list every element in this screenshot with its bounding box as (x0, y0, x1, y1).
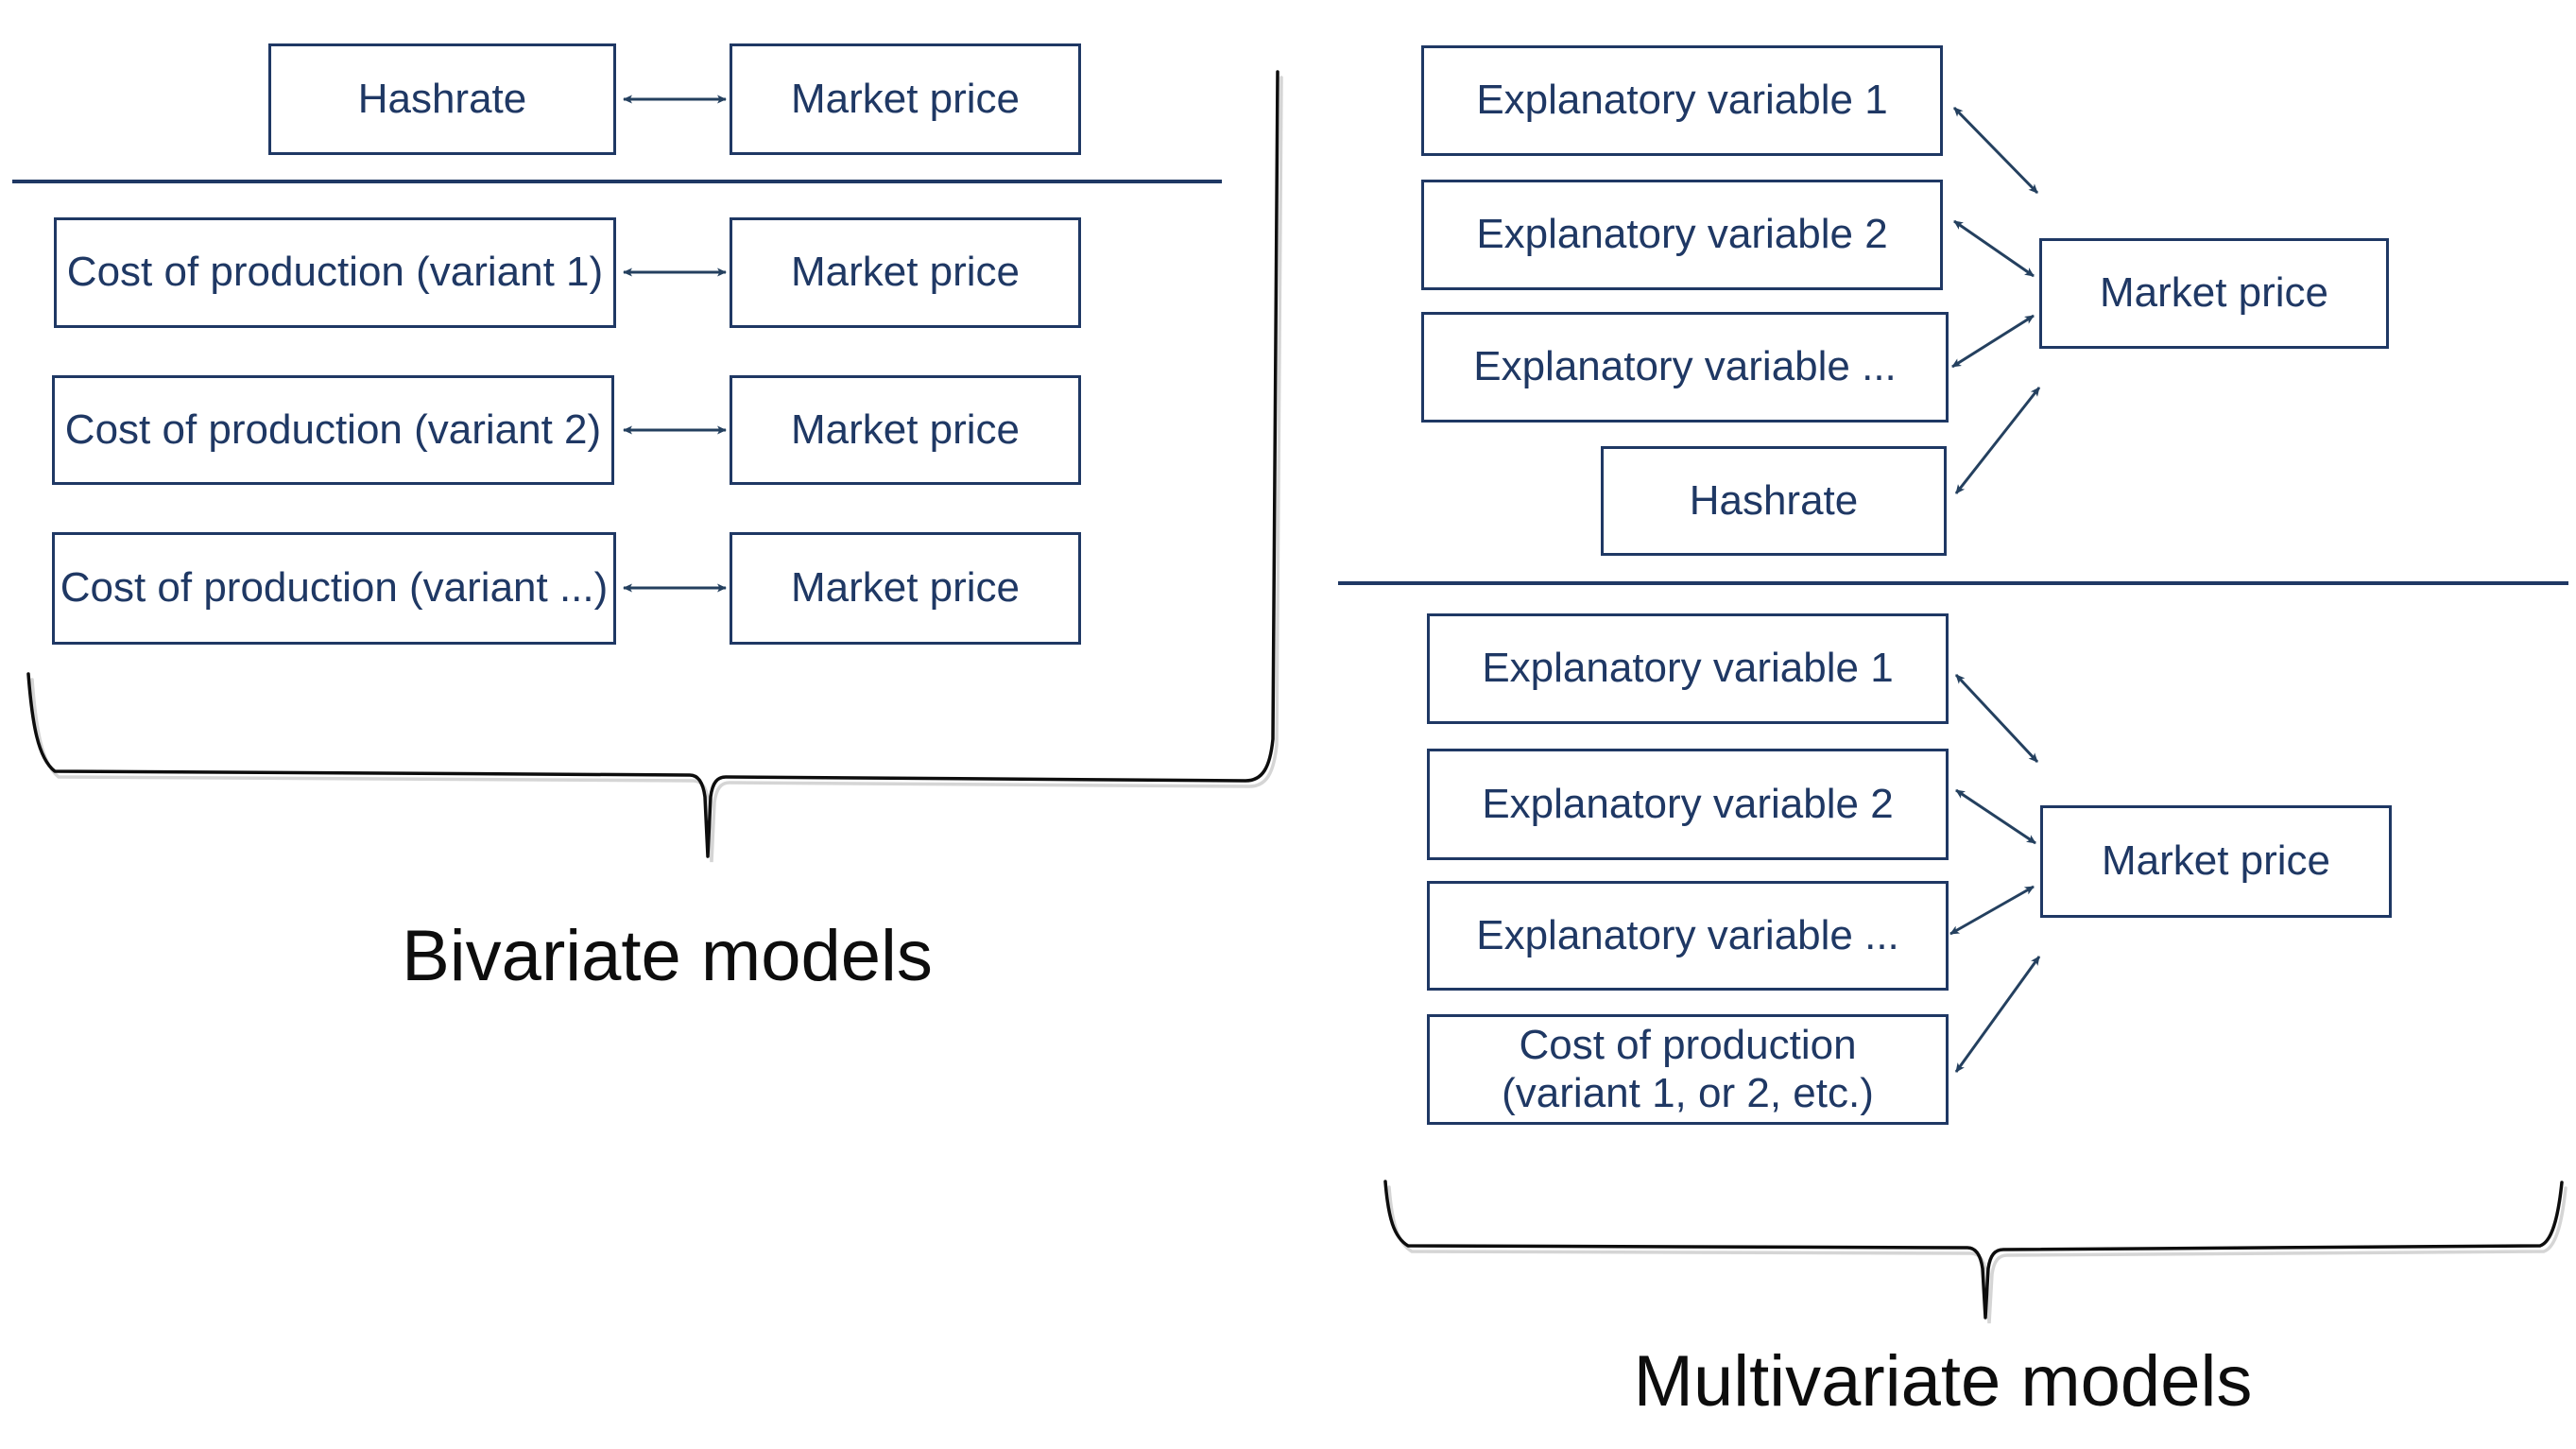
arrow-exp1-bottom-market (1954, 673, 2039, 764)
box-label: Cost of production (variant 2) (64, 405, 602, 453)
multivariate-brace-shadow (1387, 1185, 2567, 1324)
box-label: Cost of production (variant 1) (66, 249, 604, 296)
box-explanatory-dots-bottom: Explanatory variable ... (1427, 881, 1949, 991)
box-explanatory-2-bottom: Explanatory variable 2 (1427, 749, 1949, 860)
box-market-price-biv-2: Market price (730, 217, 1081, 328)
arrow-exp3-bottom-market (1949, 885, 2035, 936)
box-label: Explanatory variable ... (1476, 911, 1899, 958)
box-cost-production-v1: Cost of production (variant 1) (54, 217, 616, 328)
box-hashrate-multivariate: Hashrate (1601, 446, 1947, 556)
arrow-hashrate-top-market (1954, 387, 2041, 494)
arrow-exp2-bottom-market (1955, 788, 2036, 845)
arrow-exp3-top-market (1951, 314, 2035, 369)
box-label: Hashrate (1689, 476, 1859, 524)
box-cost-production-v2: Cost of production (variant 2) (52, 375, 614, 485)
box-hashrate-bivariate: Hashrate (268, 43, 616, 155)
box-label: Explanatory variable 2 (1476, 211, 1888, 258)
box-label: Explanatory variable 2 (1482, 780, 1894, 827)
box-explanatory-dots-top: Explanatory variable ... (1421, 312, 1949, 423)
box-explanatory-1-bottom: Explanatory variable 1 (1427, 613, 1949, 724)
box-label: Market price (790, 564, 1021, 612)
box-label-line1: Cost of production (1519, 1021, 1857, 1068)
arrow-cop-bottom-market (1954, 956, 2041, 1073)
box-market-price-multi-bottom: Market price (2040, 805, 2392, 918)
box-market-price-multi-top: Market price (2039, 238, 2389, 349)
box-market-price-biv-1: Market price (730, 43, 1081, 155)
box-label: Market price (790, 405, 1021, 453)
box-label: Market price (2101, 837, 2331, 885)
multivariate-brace (1383, 1180, 2564, 1320)
arrow-exp2-top-market (1953, 219, 2035, 278)
box-cost-production-multi: Cost of production (variant 1, or 2, etc… (1427, 1014, 1949, 1125)
box-label: Cost of production (variant ...) (60, 564, 609, 612)
box-explanatory-2-top: Explanatory variable 2 (1421, 180, 1943, 290)
box-market-price-biv-3: Market price (730, 375, 1081, 485)
arrow-exp1-top-market (1952, 106, 2039, 195)
box-label: Market price (2099, 269, 2329, 317)
box-explanatory-1-top: Explanatory variable 1 (1421, 45, 1943, 156)
box-label: Market price (790, 249, 1021, 296)
box-label: Explanatory variable 1 (1476, 77, 1888, 124)
box-label-line2: (variant 1, or 2, etc.) (1502, 1069, 1874, 1116)
box-cost-production-vdots: Cost of production (variant ...) (52, 532, 616, 645)
multivariate-section-label: Multivariate models (1633, 1341, 2253, 1422)
box-label: Hashrate (357, 75, 527, 122)
box-label: Explanatory variable ... (1473, 343, 1897, 390)
box-market-price-biv-4: Market price (730, 532, 1081, 645)
box-label: Explanatory variable 1 (1482, 645, 1894, 692)
bivariate-section-label: Bivariate models (402, 916, 933, 996)
box-label: Market price (790, 75, 1021, 122)
